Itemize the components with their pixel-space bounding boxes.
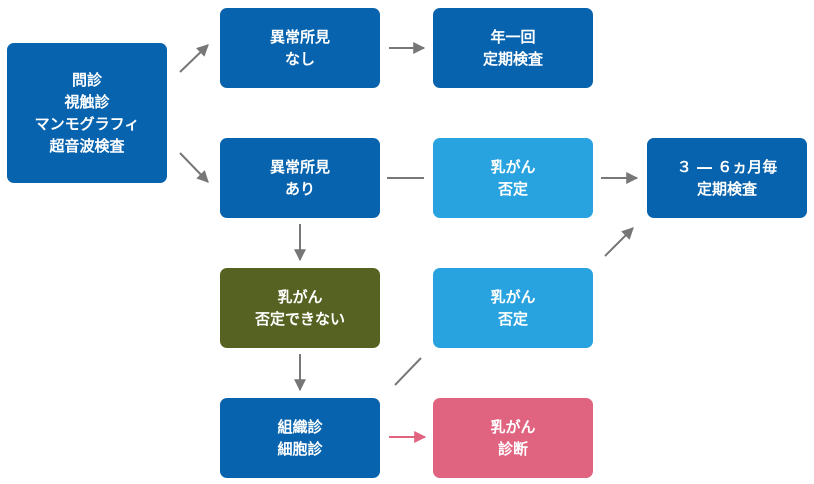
arrow-denied2-to-periodic (604, 227, 634, 257)
line-biopsy-to-denied2 (394, 357, 422, 386)
cancer-denied-node-2: 乳がん 否定 (433, 268, 593, 348)
annual-checkup-node: 年一回 定期検査 (433, 8, 593, 88)
cancer-diagnosis-node: 乳がん 診断 (433, 398, 593, 478)
no-findings-node: 異常所見 なし (220, 8, 380, 88)
cancer-denied-node-1: 乳がん 否定 (433, 138, 593, 218)
arrow-exam-to-findings (179, 152, 209, 183)
arrow-exam-to-no-findings (179, 44, 209, 73)
exam-node: 問診 視触診 マンモグラフィ 超音波検査 (7, 43, 167, 183)
findings-node: 異常所見 あり (220, 138, 380, 218)
cannot-deny-node: 乳がん 否定できない (220, 268, 380, 348)
periodic-checkup-node: ３ ― ６ヵ月毎 定期検査 (647, 138, 807, 218)
biopsy-node: 組織診 細胞診 (220, 398, 380, 478)
